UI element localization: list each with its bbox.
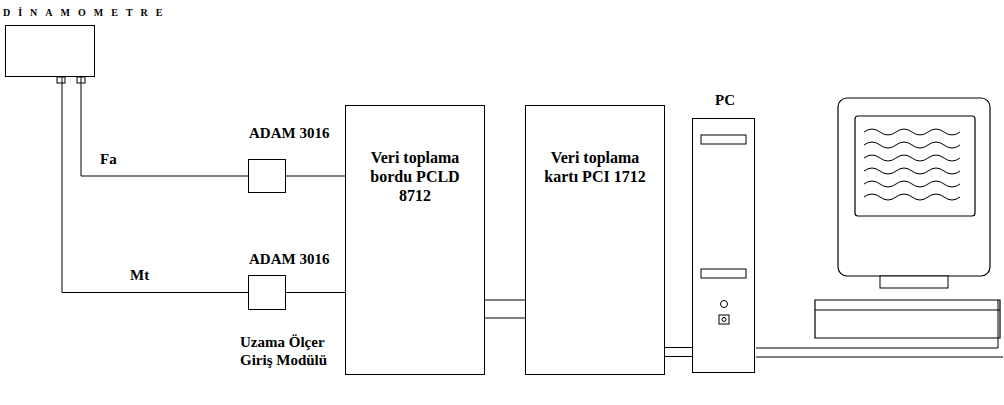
power-led [721,301,728,308]
box-label: Veri toplama bordu PCLD 8712 [359,148,471,206]
monitor-screen [855,116,975,216]
signal-wire [286,176,345,177]
wave-line [864,142,960,148]
process-box: Veri toplama kartı PCI 1712 [525,105,665,375]
signal-wire [81,77,248,176]
connector-group [485,300,525,301]
signal-wire [62,77,248,293]
wave-line [864,168,960,174]
device-box: DİNAMOMETRE [5,25,95,77]
wave-line [864,155,960,161]
connector-group [485,318,525,319]
connector-group [665,352,692,353]
signal-name: Fa [98,150,119,168]
keyboard [815,300,1000,338]
signal-name: Mt [128,266,151,284]
drive-slot [701,269,746,278]
monitor-cable [756,357,1003,358]
signal-wire [286,292,345,293]
monitor-case [838,98,990,276]
connector-group [62,77,248,293]
connector-group [81,77,248,176]
power-button [722,318,726,322]
process-box: Veri toplama bordu PCLD 8712 [345,105,485,375]
cable [665,347,692,357]
pc-tower: PC [692,118,755,373]
wave-line [864,181,960,187]
signal-wire [485,300,525,301]
wave-line [864,129,960,135]
device-box: ADAM 3016 [248,159,286,193]
module-caption: Uzama Ölçer Giriş Modülü [240,333,350,369]
device-label: PC [715,92,735,109]
box-label: Veri toplama kartı PCI 1712 [539,148,651,186]
device-box: ADAM 3016 [248,275,286,310]
power-button [719,315,729,324]
keyboard-edge [815,310,1000,311]
device-label: ADAM 3016 [249,251,329,268]
monitor-illustration [756,98,1003,357]
monitor-cable [756,300,998,348]
cable-core [665,348,692,356]
screen-waves [864,129,960,200]
connector-group [286,176,345,177]
connector-group [286,292,345,293]
signal-wire [485,318,525,319]
wave-line [864,194,960,200]
connector-stub [57,77,65,83]
device-label: DİNAMOMETRE [3,7,170,19]
monitor-stand [880,276,948,288]
device-label: ADAM 3016 [249,125,329,142]
tower-details [693,119,754,372]
drive-slot [701,135,746,144]
